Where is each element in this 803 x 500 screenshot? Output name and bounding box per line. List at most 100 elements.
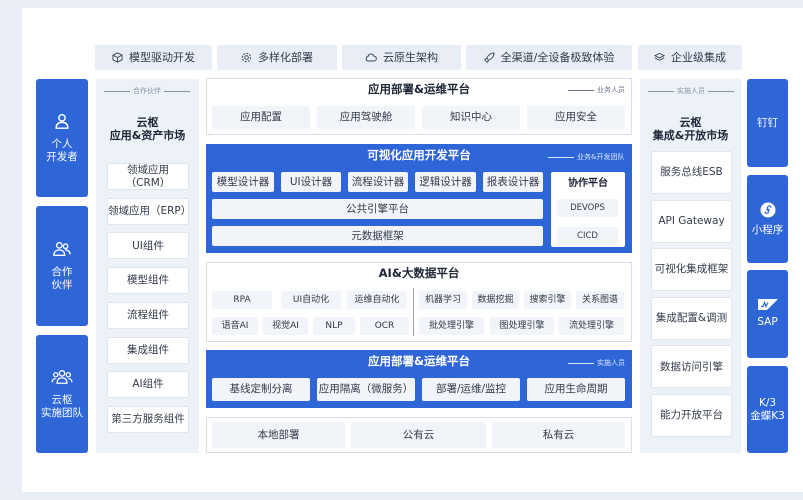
team-icon <box>51 368 73 386</box>
integration-item: API Gateway <box>651 199 732 243</box>
ai-item: 批处理引擎 <box>419 317 484 335</box>
market-item: AI组件 <box>107 371 189 399</box>
tag-line <box>568 89 594 91</box>
capability-label: 云原生架构 <box>383 50 438 64</box>
deploy-bottom-item: 部署/运维/监控 <box>422 378 520 401</box>
ai-item: 关系图谱 <box>576 291 624 309</box>
market-title: 云枢 应用&资产市场 <box>109 115 186 142</box>
market-item: 流程组件 <box>107 301 189 329</box>
ai-item: 流处理引擎 <box>559 317 624 335</box>
capability-label: 模型驱动开发 <box>129 50 195 64</box>
tag-line <box>164 90 190 92</box>
collab-item: DEVOPS <box>557 199 618 217</box>
integration-item: 服务总线ESB <box>651 151 732 194</box>
partner-icon <box>52 240 72 258</box>
deploy-top-item: 知识中心 <box>422 106 520 129</box>
collab-item: CICD <box>557 227 618 245</box>
integration-tag: 实施人员 <box>645 86 737 96</box>
ai-item: 机器学习 <box>419 291 467 309</box>
deploy-top-item: 应用配置 <box>212 106 310 129</box>
deploy-bottom-tag-label: 实施人员 <box>597 359 625 367</box>
infra-item: 公有云 <box>351 422 486 448</box>
channel-label: K/3 金蝶K3 <box>750 396 785 422</box>
ai-divider <box>413 288 414 336</box>
collab-title: 协作平台 <box>568 177 608 189</box>
integration-item: 可视化集成框架 <box>651 248 732 292</box>
deploy-bottom-item: 应用生命周期 <box>527 378 625 401</box>
sap-logo-icon <box>757 299 778 311</box>
market-item: 模型组件 <box>107 267 189 295</box>
channel-card: 钉钉 <box>747 79 788 167</box>
role-card: 个人 开发者 <box>36 79 88 197</box>
deploy-top-title: 应用部署&运维平台 <box>367 82 471 97</box>
integration-item: 数据访问引擎 <box>651 345 732 389</box>
tag-line <box>568 362 594 364</box>
tag-line <box>548 156 574 158</box>
integration-title: 云枢 集成&开放市场 <box>652 115 729 142</box>
integration-item: 能力开放平台 <box>651 394 732 437</box>
ai-item: UI自动化 <box>281 291 341 309</box>
capability-label: 全渠道/全设备极致体验 <box>500 50 615 64</box>
engine-platform: 公共引擎平台 <box>212 199 543 219</box>
ai-item: 视觉AI <box>263 317 308 335</box>
deploy-bottom-title: 应用部署&运维平台 <box>367 354 471 369</box>
tag-line <box>708 90 734 92</box>
capability-chip: 云原生架构 <box>342 45 461 70</box>
market-item: 领域应用（ERP） <box>107 197 191 225</box>
ai-item: 语音AI <box>212 317 258 335</box>
ai-item: 图处理引擎 <box>490 317 554 335</box>
deploy-top-item: 应用驾驶舱 <box>317 106 415 129</box>
market-item: 第三方服务组件 <box>107 405 189 433</box>
deploy-top-tag: 业务人员 <box>568 85 628 95</box>
gear-icon <box>241 52 252 63</box>
ai-item: OCR <box>360 317 409 335</box>
cloud-icon <box>365 52 377 63</box>
capability-chip: 模型驱动开发 <box>95 45 212 70</box>
role-card: 云枢 实施团队 <box>36 335 88 453</box>
infra-item: 本地部署 <box>212 422 345 448</box>
deploy-bottom-tag: 实施人员 <box>568 358 628 368</box>
tag-line <box>104 90 130 92</box>
role-card: 合作 伙伴 <box>36 206 88 326</box>
channel-card: K/3 金蝶K3 <box>747 366 788 453</box>
channel-label: SAP <box>757 316 778 329</box>
capability-label: 多样化部署 <box>258 50 313 64</box>
infra-item: 私有云 <box>492 422 625 448</box>
integration-tag-label: 实施人员 <box>677 87 705 95</box>
ai-title: AI&大数据平台 <box>378 266 460 281</box>
integration-item: 集成配置&调测 <box>651 296 732 340</box>
channel-label: 小程序 <box>751 223 784 236</box>
visual-dev-tag: 业务&开发团队 <box>548 152 628 162</box>
miniprogram-icon <box>760 202 776 218</box>
market-item: 集成组件 <box>107 336 189 364</box>
market-item: 领域应用（CRM） <box>107 163 189 190</box>
rocket-icon <box>483 52 495 63</box>
channel-card: SAP <box>747 270 788 358</box>
capability-label: 企业级集成 <box>671 50 726 64</box>
ai-item: 运维自动化 <box>347 291 407 309</box>
metadata-framework: 元数据框架 <box>212 226 543 246</box>
tag-line <box>648 90 674 92</box>
deploy-bottom-item: 基线定制分离 <box>212 378 310 401</box>
deploy-top-tag-label: 业务人员 <box>597 86 625 94</box>
market-tag-label: 合作伙伴 <box>133 87 161 95</box>
designer-item: 报表设计器 <box>483 172 543 192</box>
ai-item: 数据挖掘 <box>472 291 519 309</box>
cube-icon <box>112 52 123 63</box>
designer-item: UI设计器 <box>281 172 341 192</box>
role-label: 云枢 实施团队 <box>41 394 83 419</box>
market-tag: 合作伙伴 <box>103 86 191 96</box>
capability-chip: 多样化部署 <box>217 45 337 70</box>
ai-item: NLP <box>313 317 355 335</box>
visual-dev-title: 可视化应用开发平台 <box>367 148 471 163</box>
channel-label: 钉钉 <box>757 116 778 129</box>
deploy-top-item: 应用安全 <box>527 106 625 129</box>
capability-chip: 全渠道/全设备极致体验 <box>466 45 632 70</box>
designer-item: 流程设计器 <box>348 172 408 192</box>
visual-dev-tag-label: 业务&开发团队 <box>577 153 625 161</box>
capability-chip: 企业级集成 <box>638 45 742 70</box>
deploy-bottom-item: 应用隔离（微服务） <box>317 378 415 401</box>
person-icon <box>53 112 71 130</box>
market-item: UI组件 <box>107 232 189 260</box>
